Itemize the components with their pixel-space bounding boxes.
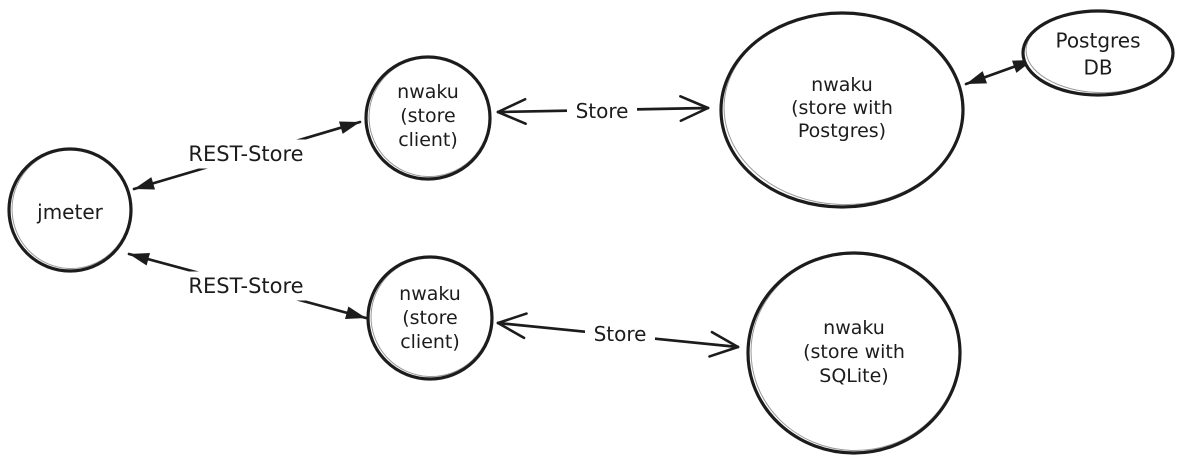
edge-store-top: Store [496,94,710,126]
arrowhead-chevron-icon [496,110,527,126]
arrowhead-filled-icon [344,306,366,320]
edge-label: Store [576,99,629,123]
node-label-line: nwaku [399,283,461,305]
node-label-line: nwaku [823,317,885,339]
node-label-line: nwaku [397,81,459,103]
arrowhead-chevron-icon [708,345,740,358]
node-label-line: nwaku [811,74,873,96]
arrowhead-chevron-icon [679,106,710,123]
edge-rest-store-top: REST-Store [132,120,362,191]
node-shape [366,255,494,381]
node-label-line: (store with [803,341,905,363]
node-shape [746,251,962,455]
node-label-line: jmeter [36,200,103,224]
edge-label-mask [585,320,655,348]
node-shape-sketch-pass [1025,10,1173,94]
edge-rest-store-bottom: REST-Store [127,252,368,320]
node-shape-sketch-pass [11,149,131,270]
node-shape-sketch-pass [368,57,490,178]
node-shape-sketch-pass [750,253,960,452]
node-label-line: Postgres [1055,29,1140,53]
node-shape [1021,9,1175,97]
node-jmeter: jmeter [7,147,133,273]
arrowhead-chevron-icon [496,97,527,114]
node-shape [7,147,133,273]
node-label-line: Postgres) [798,120,886,142]
node-shape [719,11,965,209]
arrowhead-chevron-icon [496,312,528,325]
edge-label: REST-Store [188,142,303,166]
node-label-line: SQLite) [819,365,888,387]
arrowhead-filled-icon [134,177,156,190]
node-label-line: DB [1083,56,1112,80]
edge-label: REST-Store [188,274,303,298]
arrowhead-filled-icon [338,121,360,134]
arrowhead-chevron-icon [496,321,526,340]
edge-label: Store [594,322,647,346]
arrowhead-chevron-icon [710,330,740,349]
node-shape [364,55,492,181]
arrowhead-chevron-icon [679,94,710,110]
arrowhead-filled-icon [129,252,151,266]
node-label-line: (store with [791,97,893,119]
node-label-line: client) [398,129,458,151]
arrowhead-filled-icon [966,71,988,84]
edge-label-mask [180,139,312,169]
edge-postgres-db-link [964,58,1035,86]
edge-label-mask [567,97,637,125]
node-label-line: client) [400,331,460,353]
edge-label-mask [180,271,312,301]
node-label-line: (store [402,307,457,329]
node-shape-sketch-pass [723,13,963,206]
edge-store-bottom: Store [496,312,740,358]
node-shape-sketch-pass [370,257,492,378]
node-label-line: (store [400,105,455,127]
